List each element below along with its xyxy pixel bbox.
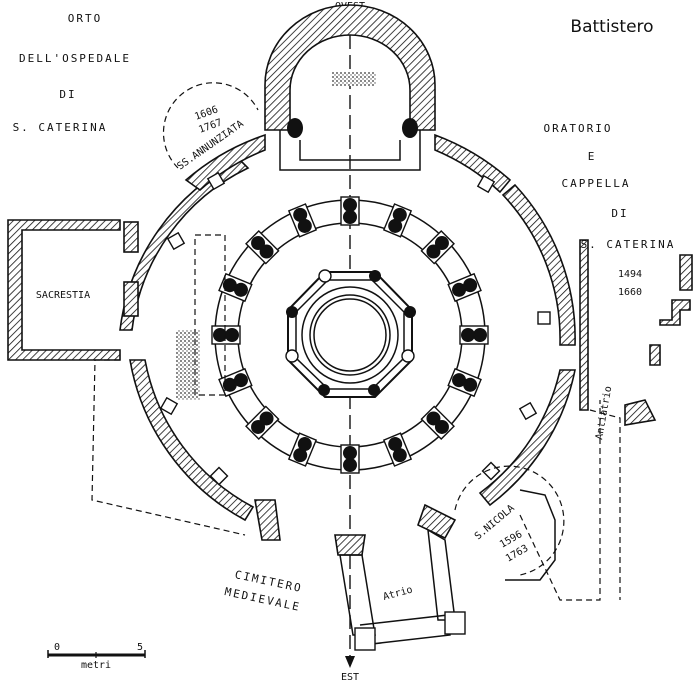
column-pair [245,405,280,440]
label-orto-4: S. CATERINA [13,121,108,134]
column-pair [218,272,253,303]
column-pair [287,432,318,467]
column-pair [382,203,413,238]
column-pair [211,325,241,345]
column-pair [447,367,482,398]
label-years-caterina-2: 1660 [618,287,642,298]
column-pair [420,230,455,265]
column-pair [420,405,455,440]
column-pair [287,203,318,238]
scale-zero: 0 [54,642,60,653]
column-pair [447,272,482,303]
scale-unit: metri [81,660,111,671]
label-orto-3: DI [59,88,76,101]
oratorio-fragments [579,239,693,600]
scale-five: 5 [137,642,143,653]
plan-title: Battistero [570,17,653,37]
column-pair [382,432,413,467]
dashed-boundary-right [519,400,601,601]
column-pair [459,325,489,345]
label-orto-1: ORTO [68,12,103,25]
western-apse [264,4,436,171]
label-atrio: Atrio [382,584,414,602]
label-sacrestia: SACRESTIA [36,290,90,301]
label-est: EST [341,672,359,682]
central-octagon [285,269,416,398]
label-oratorio-3: CAPPELLA [562,177,631,190]
outer-buttresses [159,171,551,486]
sacrestia-room: SACRESTIA [7,219,139,361]
column-pair [340,444,360,474]
scale-bar: 0 5 metri [47,642,146,671]
column-pair [340,196,360,226]
label-years-caterina-1: 1494 [618,269,642,280]
dashed-boundary-left [91,359,246,536]
stippled-area [176,330,200,400]
column-pair [245,230,280,265]
label-orto-2: DELL'OSPEDALE [19,52,131,65]
dashed-enclosure [194,234,226,396]
atrio-entrance: Atrio [254,499,466,651]
label-oratorio-5: S. CATERINA [581,238,676,251]
column-ring [211,196,489,474]
label-antiatrio: Antiatrio [594,385,614,440]
label-oratorio-1: ORATORIO [544,122,613,135]
axis-arrow-est [345,656,355,668]
label-oratorio-4: DI [611,207,628,220]
column-pair [218,367,253,398]
label-oratorio-2: E [588,150,597,163]
